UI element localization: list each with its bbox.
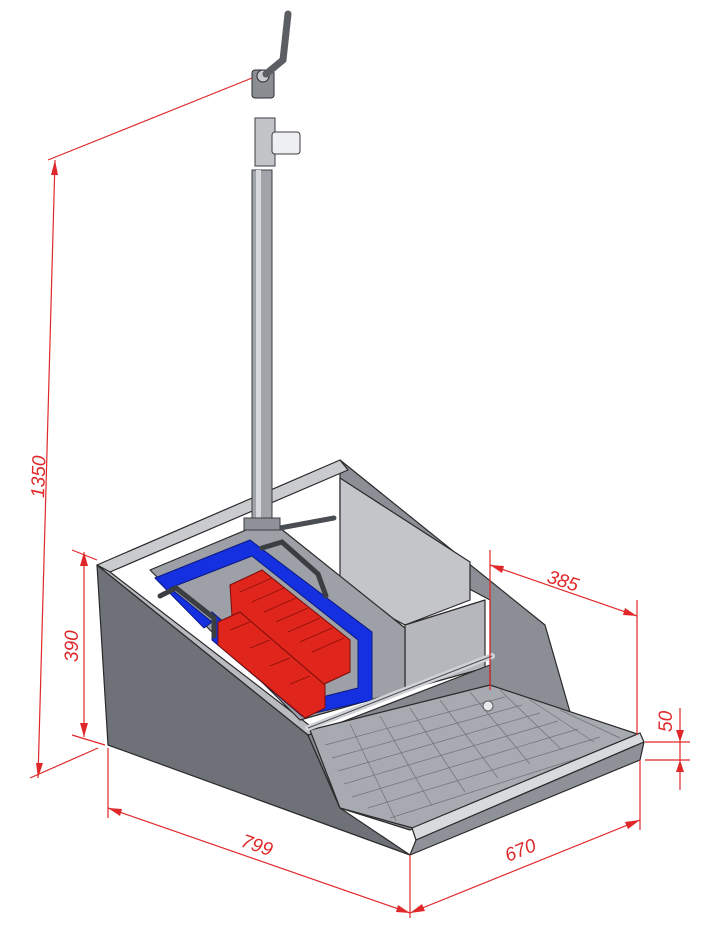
tray-lip-label: 50 <box>656 710 677 732</box>
width-label: 670 <box>502 835 540 867</box>
tray-depth-label: 385 <box>544 567 581 597</box>
tray-depth-dimension-line <box>489 564 638 617</box>
length-label: 799 <box>238 831 275 861</box>
pipe-base <box>243 517 281 531</box>
handle-left <box>157 585 217 639</box>
valve-lever <box>262 10 292 78</box>
length-dimension-line <box>107 807 411 914</box>
inner-back-wall <box>339 477 471 626</box>
water-pipe <box>243 10 301 531</box>
brush-chamber <box>149 515 406 721</box>
dimension-lines <box>29 77 690 918</box>
pipe-column <box>251 169 273 526</box>
handle-right <box>259 539 329 599</box>
tee-outlet <box>271 131 301 155</box>
tub-height-label: 390 <box>62 630 83 662</box>
rear-rod <box>277 515 337 531</box>
drain-hole <box>482 700 494 712</box>
overall-height-label: 1350 <box>28 455 50 498</box>
height-dimension-line <box>37 159 56 779</box>
width-dimension-line <box>409 819 641 914</box>
drip-tray <box>305 653 645 856</box>
brush-bristles <box>229 577 345 685</box>
